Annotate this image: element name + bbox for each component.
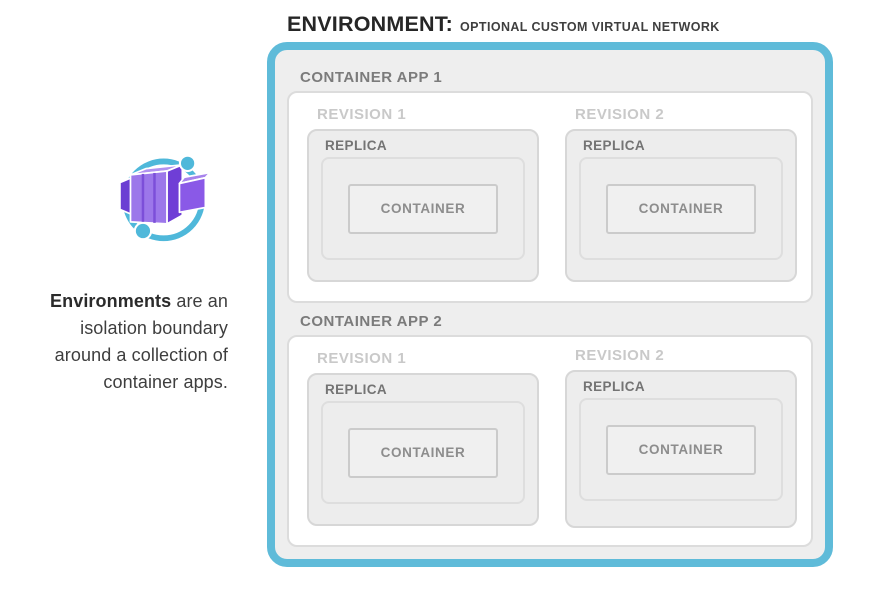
environment-box: CONTAINER APP 1 REVISION 1 REPLICA CONTA… (267, 42, 833, 567)
container-box: CONTAINER (606, 424, 756, 475)
revision-1-column: REVISION 1 REPLICA CONTAINER (307, 105, 539, 301)
revision-2-column: REVISION 2 REPLICA CONTAINER (565, 346, 797, 542)
replica-label: REPLICA (583, 379, 646, 394)
replica-label: REPLICA (583, 138, 646, 153)
pod-box: CONTAINER (579, 157, 783, 260)
revision-1-label: REVISION 1 (317, 350, 407, 367)
container-label: CONTAINER (638, 201, 724, 216)
replica-box: REPLICA CONTAINER (307, 373, 539, 526)
main-cube-front-icon (129, 170, 168, 225)
container-label: CONTAINER (638, 442, 724, 457)
azure-container-apps-icon (119, 154, 212, 242)
revision-2-column: REVISION 2 REPLICA CONTAINER (565, 105, 797, 301)
revision-1-label: REVISION 1 (317, 106, 407, 123)
replica-box: REPLICA CONTAINER (307, 129, 539, 282)
revision-1-column: REVISION 1 REPLICA CONTAINER (307, 349, 539, 545)
replica-label: REPLICA (325, 138, 388, 153)
pod-box: CONTAINER (321, 401, 525, 504)
replica-box: REPLICA CONTAINER (565, 370, 797, 528)
orbit-dot-icon (133, 221, 153, 241)
container-box: CONTAINER (348, 427, 498, 478)
container-app-2-label: CONTAINER APP 2 (300, 313, 443, 330)
container-label: CONTAINER (380, 445, 466, 460)
orbit-dot-icon (178, 154, 197, 173)
container-app-1: CONTAINER APP 1 REVISION 1 REPLICA CONTA… (281, 69, 819, 303)
description-text: are an (171, 291, 228, 311)
container-app-2: CONTAINER APP 2 REVISION 1 REPLICA CONTA… (281, 313, 819, 547)
pod-box: CONTAINER (579, 398, 783, 501)
right-cube-front-icon (178, 176, 207, 214)
revision-2-label: REVISION 2 (575, 347, 665, 364)
description-bold-word: Environments (50, 291, 172, 311)
environment-title: ENVIRONMENT: OPTIONAL CUSTOM VIRTUAL NETW… (287, 12, 720, 37)
environment-title-sub: OPTIONAL CUSTOM VIRTUAL NETWORK (460, 20, 720, 34)
revision-2-label: REVISION 2 (575, 106, 665, 123)
container-app-1-label: CONTAINER APP 1 (300, 69, 443, 86)
container-box: CONTAINER (348, 183, 498, 234)
environment-description: Environments are an isolation boundary a… (14, 288, 228, 396)
description-text: around a collection of (54, 345, 228, 365)
container-label: CONTAINER (380, 201, 466, 216)
container-app-2-body: REVISION 1 REPLICA CONTAINER REVISION 2 … (287, 335, 813, 547)
environment-title-main: ENVIRONMENT: (287, 12, 454, 36)
container-app-1-body: REVISION 1 REPLICA CONTAINER REVISION 2 … (287, 91, 813, 303)
container-box: CONTAINER (606, 183, 756, 234)
description-text: container apps. (103, 372, 228, 392)
replica-label: REPLICA (325, 382, 388, 397)
replica-box: REPLICA CONTAINER (565, 129, 797, 282)
pod-box: CONTAINER (321, 157, 525, 260)
description-text: isolation boundary (80, 318, 228, 338)
